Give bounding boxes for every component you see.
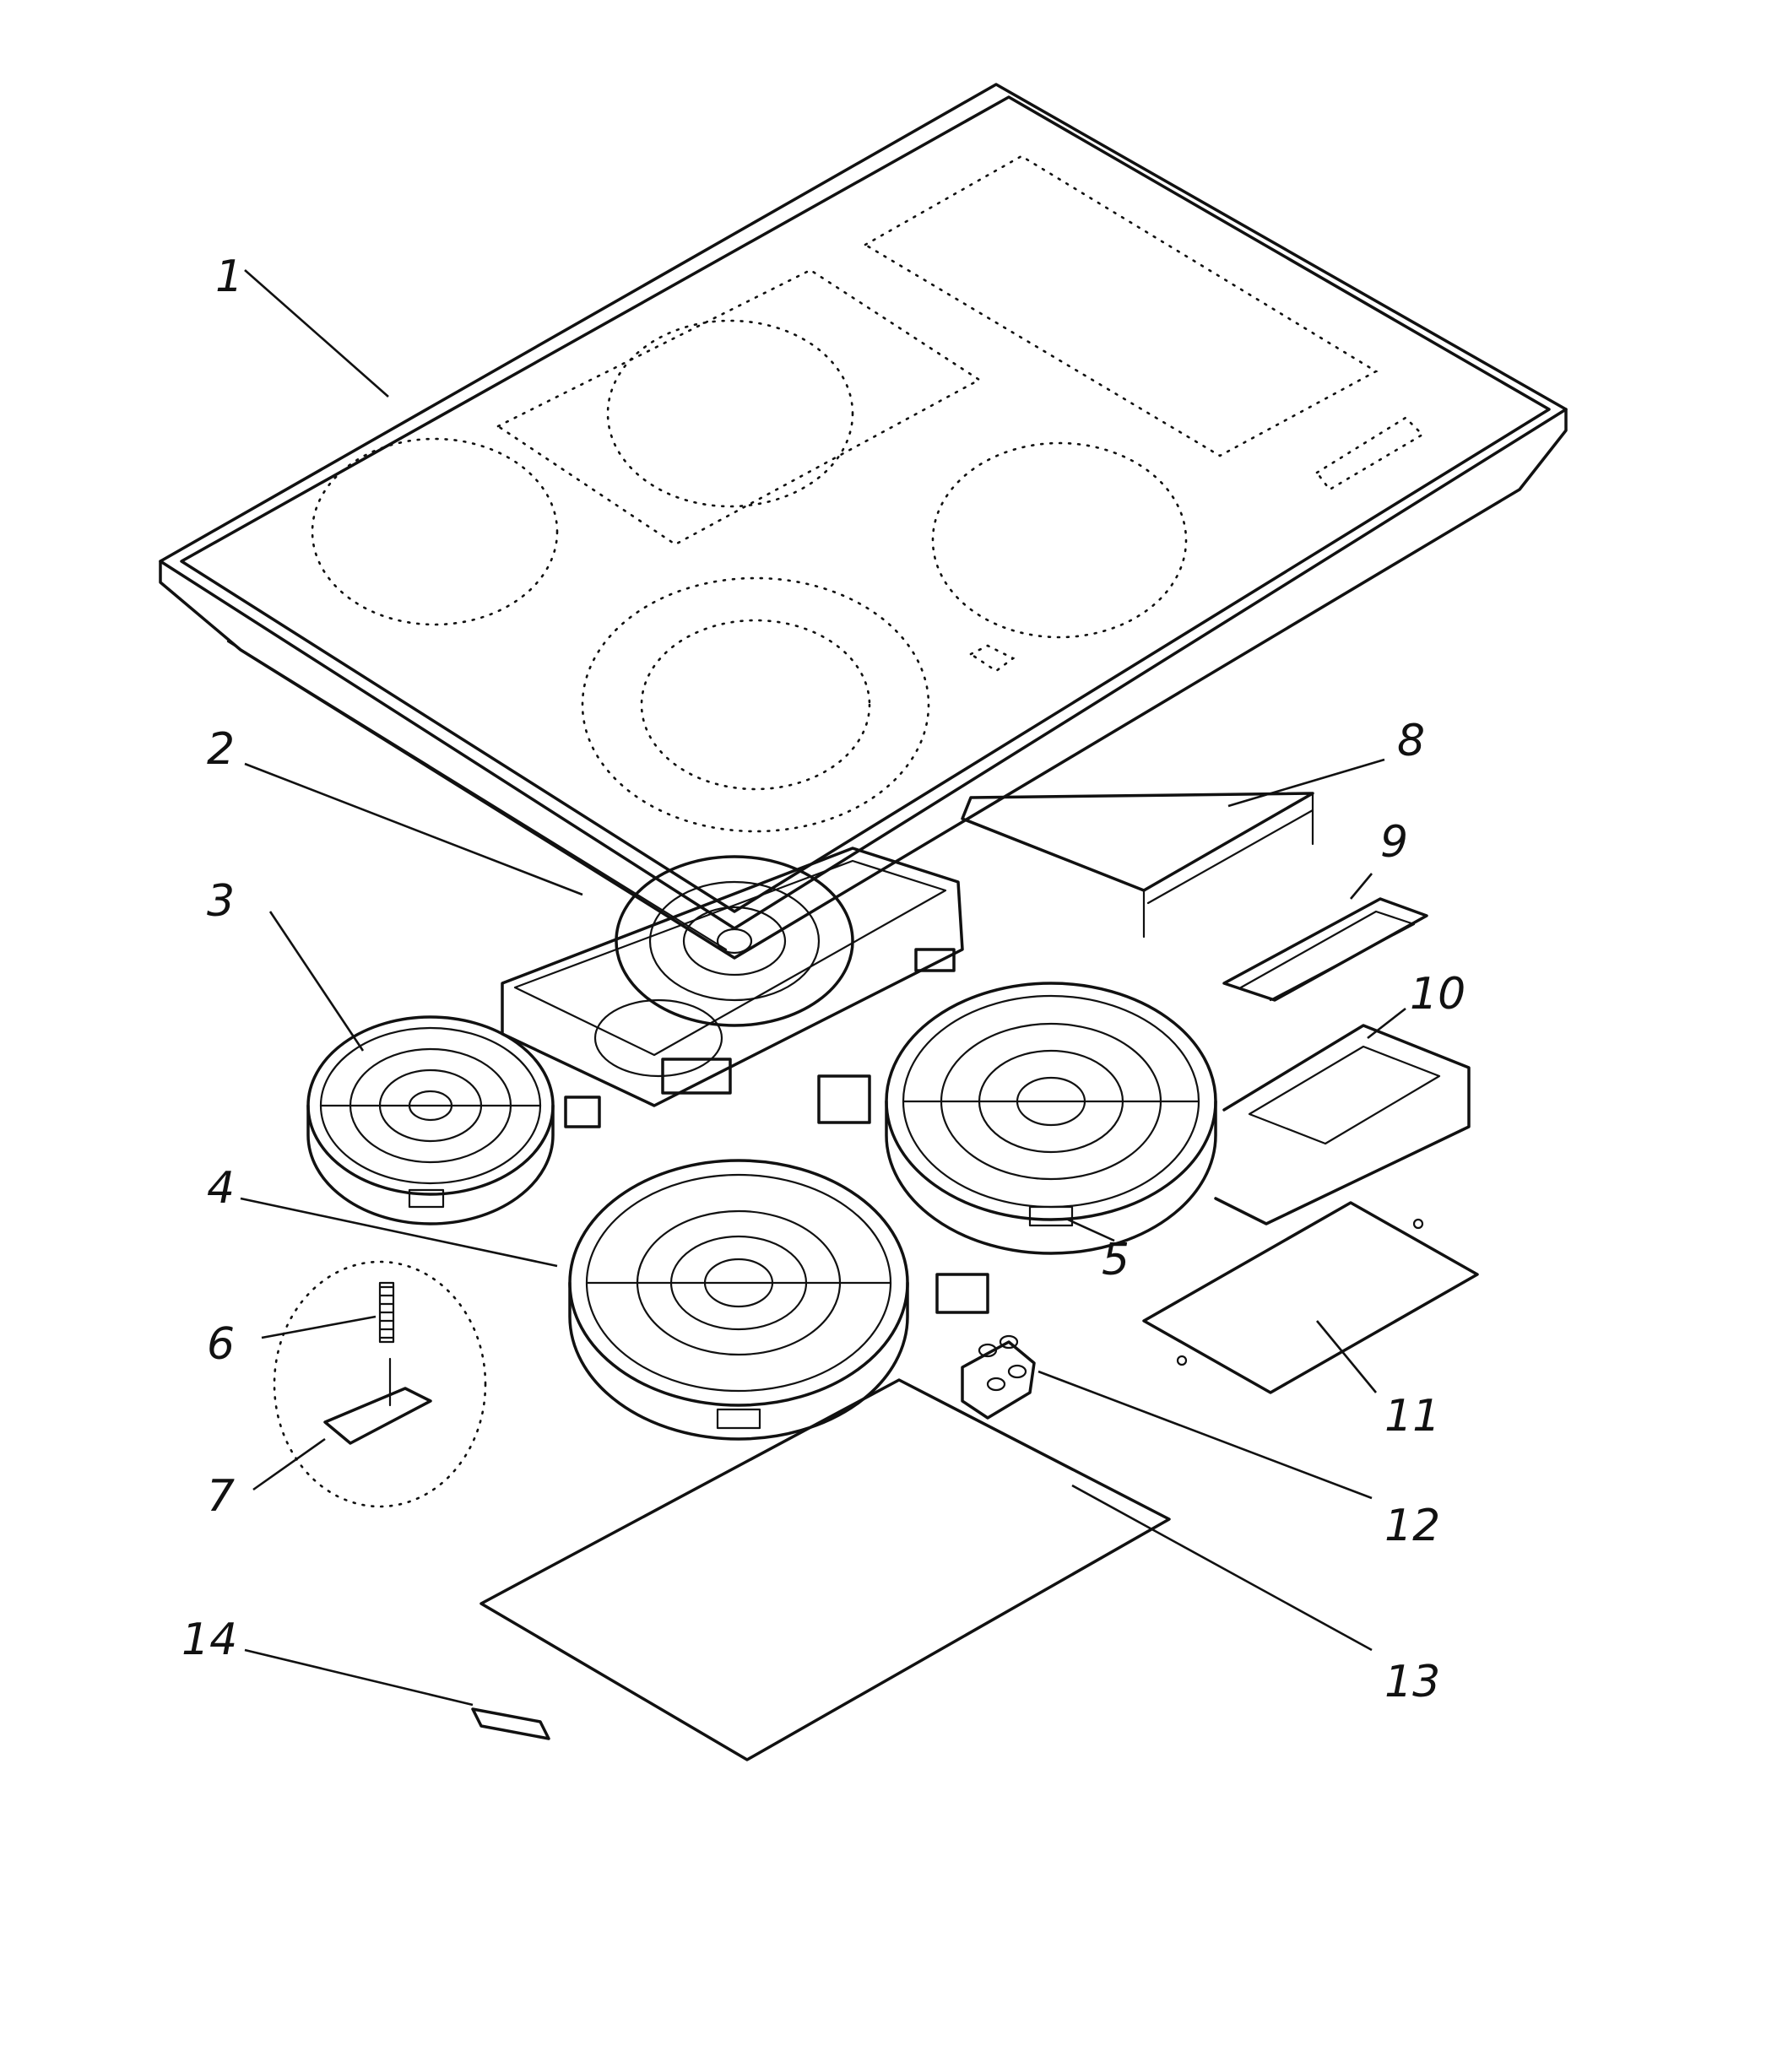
callout-9: 9 (1380, 817, 1408, 868)
callout-13: 13 (1384, 1657, 1440, 1707)
part-connector-block (961, 1334, 1036, 1420)
part-frame (1214, 1024, 1471, 1225)
callout-6: 6 (207, 1319, 235, 1370)
callout-5: 5 (1102, 1235, 1130, 1285)
zone-front-inner-dotted (640, 619, 871, 791)
part-heating-element-tray (501, 847, 964, 1107)
callout-3: 3 (207, 876, 235, 927)
part-plate (1222, 897, 1428, 1002)
zone-rect-back (863, 154, 1379, 457)
callout-1: 1 (215, 252, 243, 302)
callout-2: 2 (207, 724, 235, 775)
callout-10: 10 (1410, 969, 1465, 1020)
zone-rect-centre (496, 268, 982, 546)
control-panel-dotted (1315, 416, 1425, 491)
callout-14: 14 (181, 1615, 237, 1665)
leader-lines (240, 269, 1406, 1707)
callout-11: 11 (1384, 1391, 1440, 1442)
zone-right-dotted (931, 441, 1188, 639)
part-spring-switch-detail (273, 1260, 487, 1508)
zone-centre-dotted (606, 319, 854, 508)
callout-7: 7 (207, 1471, 235, 1522)
part-clip (471, 1707, 550, 1740)
part-insulation-sheet (1142, 1201, 1479, 1394)
part-bracket (961, 792, 1314, 939)
zone-front-outer-dotted (581, 576, 930, 833)
part-cooktop-glass (159, 83, 1568, 960)
part-bottom-sheet (479, 1378, 1171, 1761)
callout-labels: 1 2 3 4 5 6 7 8 9 10 11 12 13 14 (181, 252, 1465, 1707)
part-heating-element-right (817, 982, 1217, 1255)
indicator-dotted (968, 644, 1016, 673)
part-heating-element-front (568, 1159, 989, 1441)
callout-12: 12 (1384, 1501, 1440, 1551)
part-heating-element-left (306, 1015, 601, 1225)
callout-4: 4 (207, 1163, 235, 1214)
zone-left-dotted (311, 437, 559, 626)
callout-8: 8 (1397, 716, 1425, 766)
